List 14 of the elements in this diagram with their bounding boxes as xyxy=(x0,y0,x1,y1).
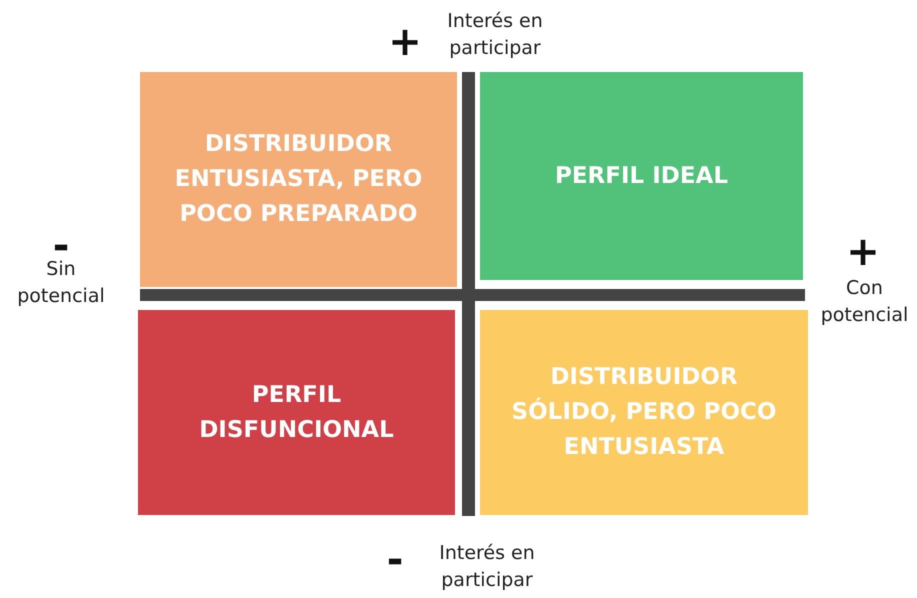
quadrant-title: DISTRIBUIDOR ENTUSIASTA, PERO POCO PREPARADO xyxy=(174,130,424,229)
quadrant-title: PERFIL IDEAL xyxy=(554,162,730,190)
quadrant-box xyxy=(480,72,803,280)
sign-symbol: + xyxy=(387,22,423,62)
axis-label: Con potencial xyxy=(820,276,910,328)
sign-symbol: - xyxy=(386,540,404,580)
quadrant-title: DISTRIBUIDOR SÓLIDO, PERO POCO ENTUSIASTA xyxy=(510,363,778,462)
sign-symbol: + xyxy=(845,232,881,272)
quadrant-box xyxy=(138,310,455,515)
axis-label: Interés en participar xyxy=(446,9,544,61)
axis-label: Interés en participar xyxy=(438,541,536,593)
quadrant-title: PERFIL DISFUNCIONAL xyxy=(198,380,395,444)
quadrant-box xyxy=(480,310,808,515)
quadrant-box xyxy=(140,72,457,287)
